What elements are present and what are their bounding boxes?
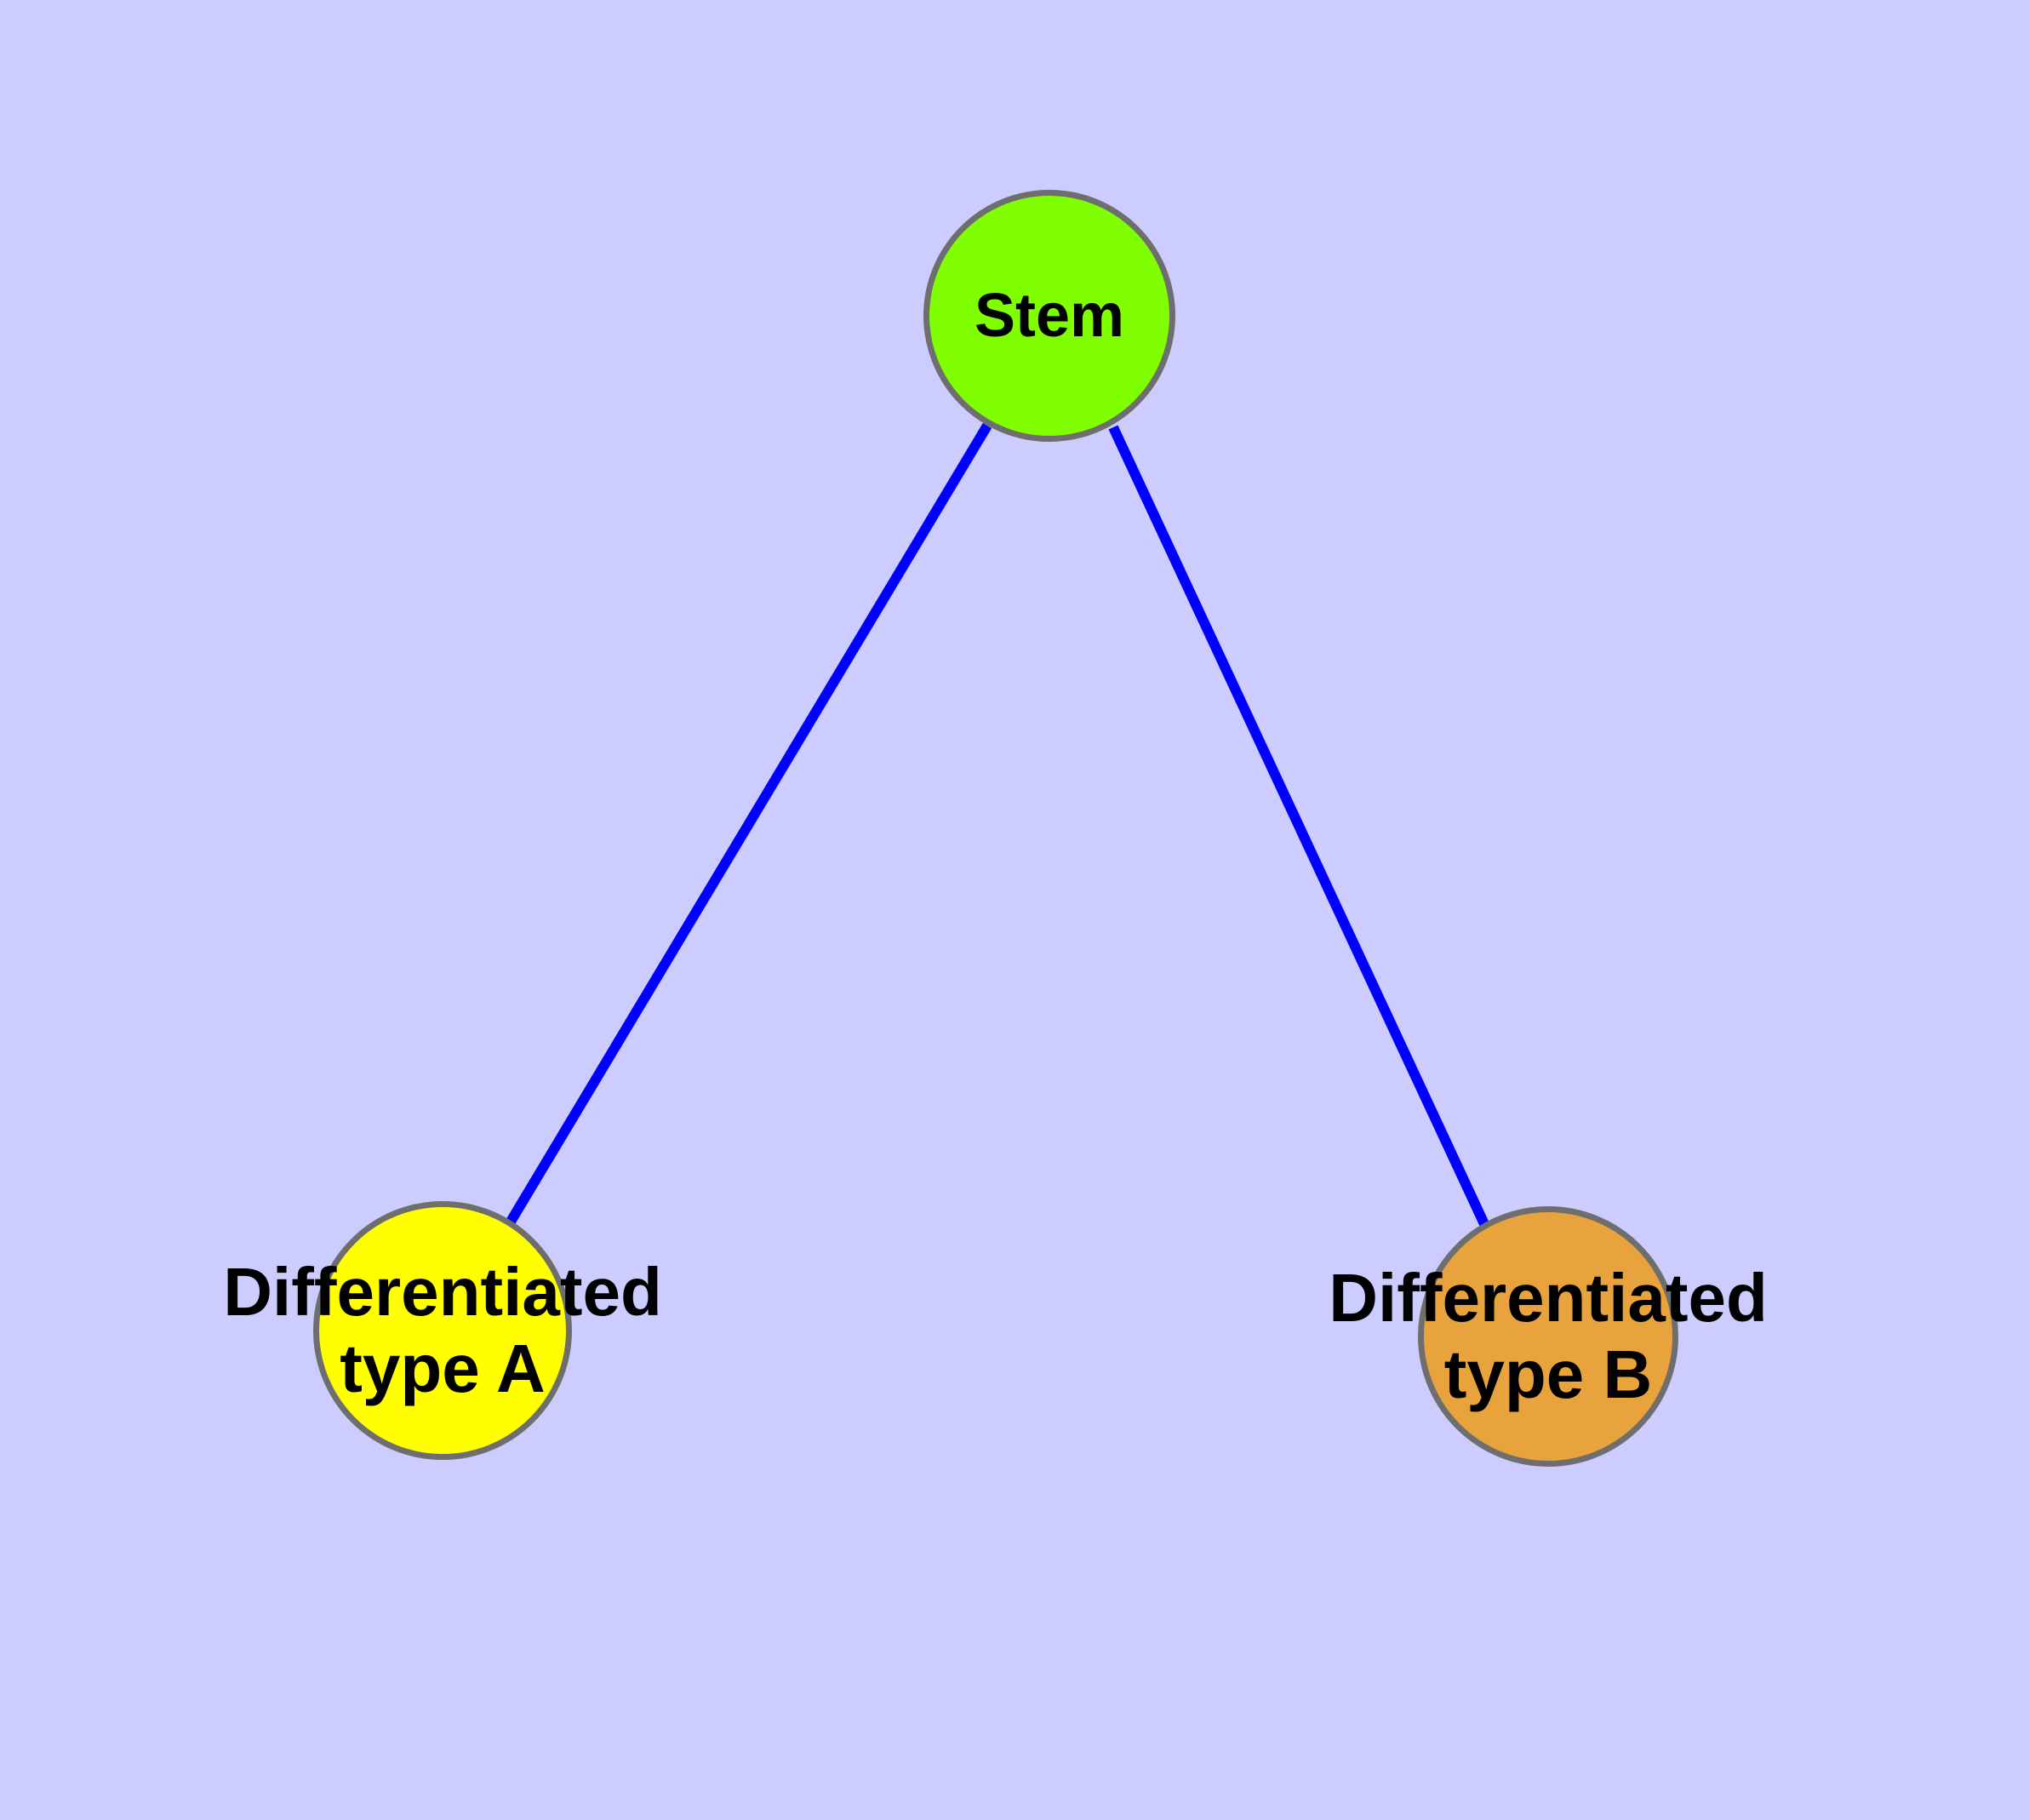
node-differentiated-type-b[interactable] xyxy=(1418,1206,1678,1467)
edge-stem-to-diff-a xyxy=(506,422,992,1225)
node-differentiated-type-a[interactable] xyxy=(313,1201,572,1460)
edge-stem-to-diff-b xyxy=(1108,425,1490,1228)
node-stem[interactable] xyxy=(923,190,1175,442)
